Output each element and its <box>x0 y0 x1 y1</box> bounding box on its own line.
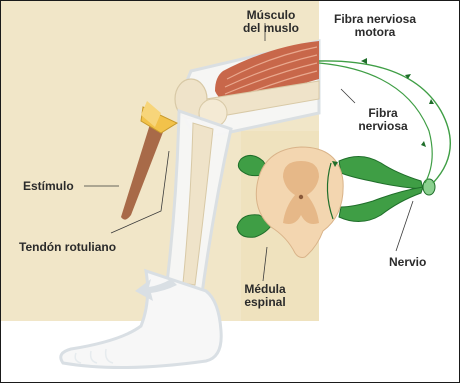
label-motor-fiber: Fibra nerviosa motora <box>325 13 425 39</box>
label-sensory-fiber: Fibra nerviosa <box>353 107 413 133</box>
label-spinal-cord: Médula espinal <box>237 283 293 309</box>
label-spinal-cord-line2: espinal <box>237 296 293 309</box>
label-thigh-muscle-line2: del muslo <box>241 22 301 35</box>
nerve-impulse-arrows <box>361 58 434 147</box>
label-sensory-fiber-line2: nerviosa <box>353 120 413 133</box>
label-thigh-muscle: Músculo del muslo <box>241 9 301 35</box>
label-motor-fiber-line2: motora <box>325 26 425 39</box>
label-nerve: Nervio <box>389 256 426 269</box>
label-stimulus: Estímulo <box>23 180 74 193</box>
nerve-end <box>423 179 435 195</box>
label-patellar-tendon: Tendón rotuliano <box>19 241 116 254</box>
